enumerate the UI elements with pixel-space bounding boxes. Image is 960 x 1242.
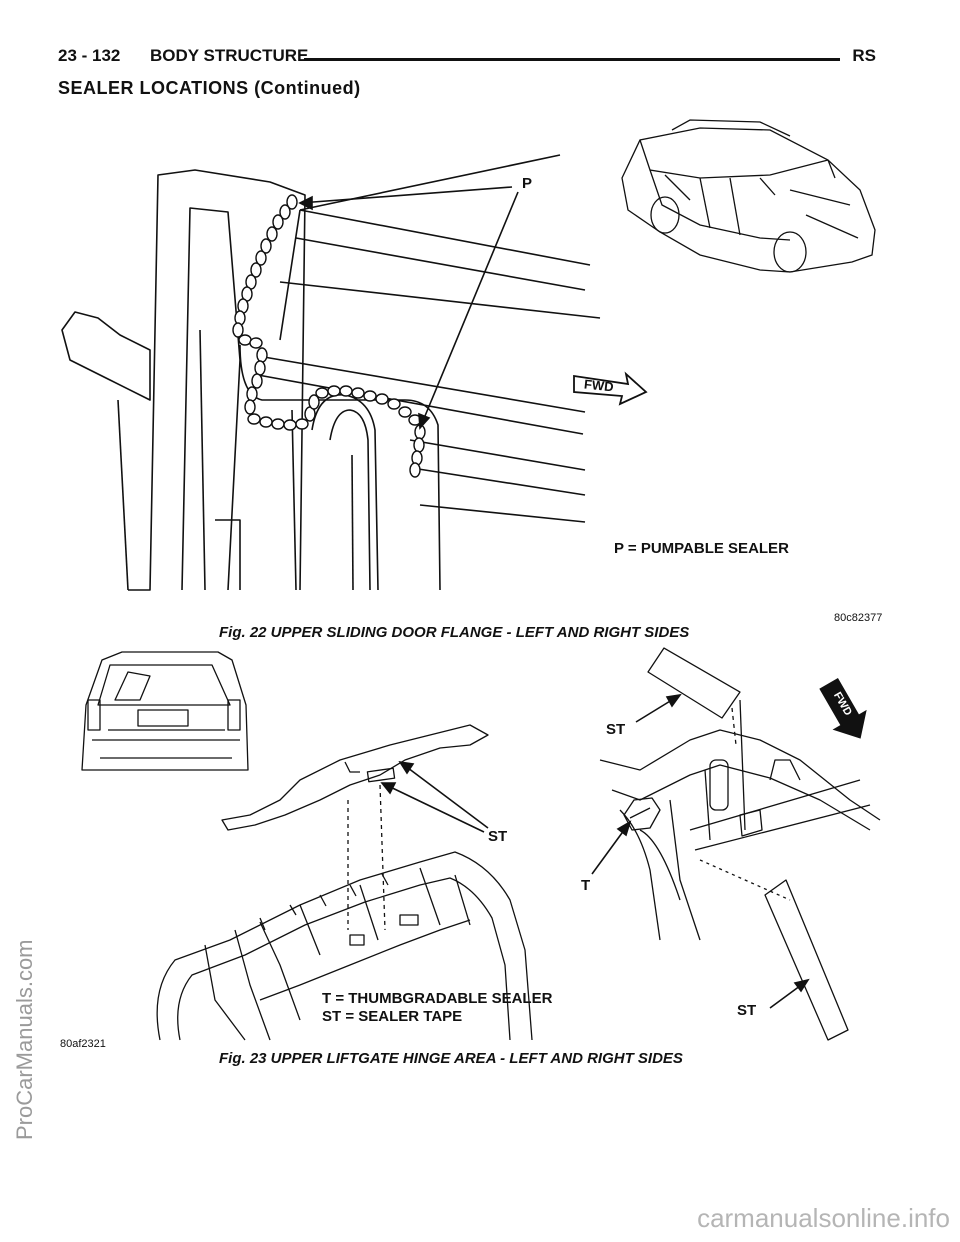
header-code: RS <box>852 46 876 65</box>
figure-22-caption: Fig. 22 UPPER SLIDING DOOR FLANGE - LEFT… <box>219 624 690 641</box>
page-number: 23 - 132 <box>58 46 121 65</box>
callout-st-bottom: ST <box>737 1002 757 1019</box>
legend-thumbgradable-sealer: T = THUMBGRADABLE SEALER <box>322 990 553 1007</box>
legend-sealer-tape: ST = SEALER TAPE <box>322 1008 463 1025</box>
figure-22-image-code: 80c82377 <box>834 612 883 624</box>
callout-st-top: ST <box>606 721 626 738</box>
section-title: SEALER LOCATIONS (Continued) <box>58 78 361 98</box>
callout-t: T <box>581 877 591 894</box>
legend-pumpable-sealer: P = PUMPABLE SEALER <box>614 540 789 557</box>
header-title: BODY STRUCTURE <box>150 46 309 65</box>
callout-p: P <box>522 175 533 192</box>
figure-22-illustration <box>61 119 876 591</box>
callout-st-left: ST <box>488 828 508 845</box>
figure-23-caption: Fig. 23 UPPER LIFTGATE HINGE AREA - LEFT… <box>219 1050 683 1067</box>
bottom-watermark: carmanualsonline.info <box>697 1203 950 1233</box>
page-header: 23 - 132 BODY STRUCTURE RS <box>58 46 876 72</box>
side-watermark: ProCarManuals.com <box>12 939 37 1140</box>
header-rule <box>304 58 840 61</box>
figure-23-image-code: 80af2321 <box>60 1038 106 1050</box>
